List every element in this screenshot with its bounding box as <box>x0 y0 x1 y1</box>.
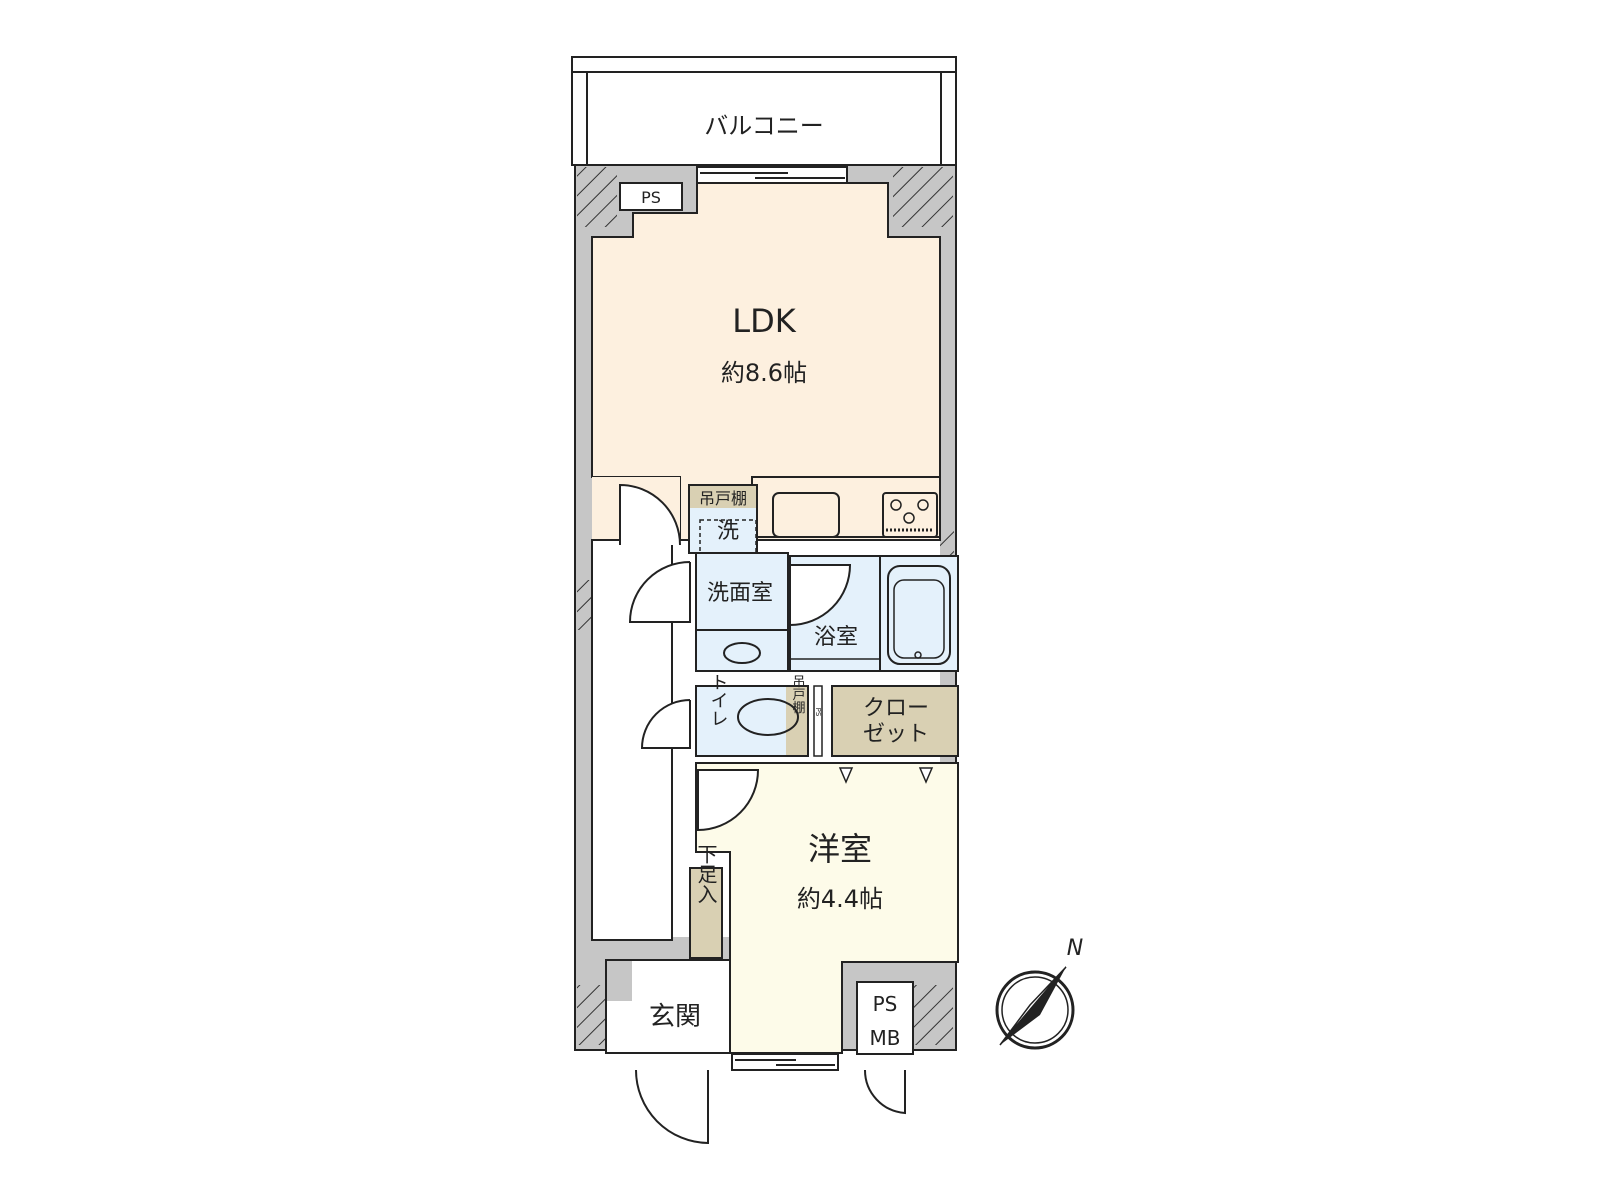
western-room-size: 約4.4帖 <box>797 885 883 913</box>
svg-text:吊戸棚: 吊戸棚 <box>699 489 747 508</box>
bedroom-window[interactable] <box>731 1053 839 1071</box>
ldk-size: 約8.6帖 <box>721 359 807 387</box>
bathroom-label: 浴室 <box>814 625 858 650</box>
washroom-door[interactable] <box>628 561 691 623</box>
washroom <box>695 552 789 672</box>
ldk-door[interactable] <box>619 483 681 546</box>
balcony: バルコニー <box>571 56 957 166</box>
western-room <box>695 762 959 1054</box>
toilet-door[interactable] <box>640 699 691 749</box>
washbasin-icon <box>723 642 761 664</box>
washroom-label: 洗面室 <box>707 581 773 606</box>
western-room-label: 洋室 <box>808 830 872 868</box>
stove-icon <box>882 492 938 538</box>
shoe-storage <box>689 867 723 959</box>
north-arrow-icon: N <box>995 936 1083 1050</box>
washer-label: 洗 <box>717 519 739 544</box>
wall-hatch-l <box>577 580 591 630</box>
ps-mb-door[interactable] <box>863 1069 906 1115</box>
svg-text:PS: PS <box>873 992 898 1016</box>
svg-text:PS: PS <box>641 188 661 207</box>
toilet-label: トイレ <box>708 673 729 727</box>
hanging-shelf-1 <box>690 486 756 508</box>
sink-icon <box>772 492 840 538</box>
balcony-label: バルコニー <box>704 112 824 140</box>
closet-door-markers[interactable] <box>838 767 934 784</box>
ps-small <box>813 685 823 757</box>
ps-top: PS <box>619 182 683 211</box>
bathroom-door[interactable] <box>789 564 852 627</box>
toilet-icon <box>737 698 799 736</box>
ps-mb <box>856 981 914 1055</box>
entrance-door[interactable] <box>635 1069 709 1145</box>
svg-text:MB: MB <box>870 1026 901 1050</box>
wall-hatch-tl <box>577 167 617 227</box>
hanging-shelf-2-label: 吊戸棚 <box>790 675 806 714</box>
western-room-door[interactable] <box>697 769 760 832</box>
compass-label: N <box>1067 936 1083 961</box>
entrance-label: 玄関 <box>649 1002 701 1032</box>
balcony-window[interactable] <box>696 166 848 184</box>
wall-hatch-tr <box>893 167 953 227</box>
svg-text:PS: PS <box>814 708 822 717</box>
closet-label-1: クロー <box>863 696 929 721</box>
closet <box>831 685 959 757</box>
svg-text:下足入: 下足入 <box>694 844 718 904</box>
ldk-label: LDK <box>732 302 796 340</box>
closet-label-2: ゼット <box>863 722 929 747</box>
kitchen-counter <box>751 476 941 538</box>
bathtub-icon <box>887 565 951 665</box>
